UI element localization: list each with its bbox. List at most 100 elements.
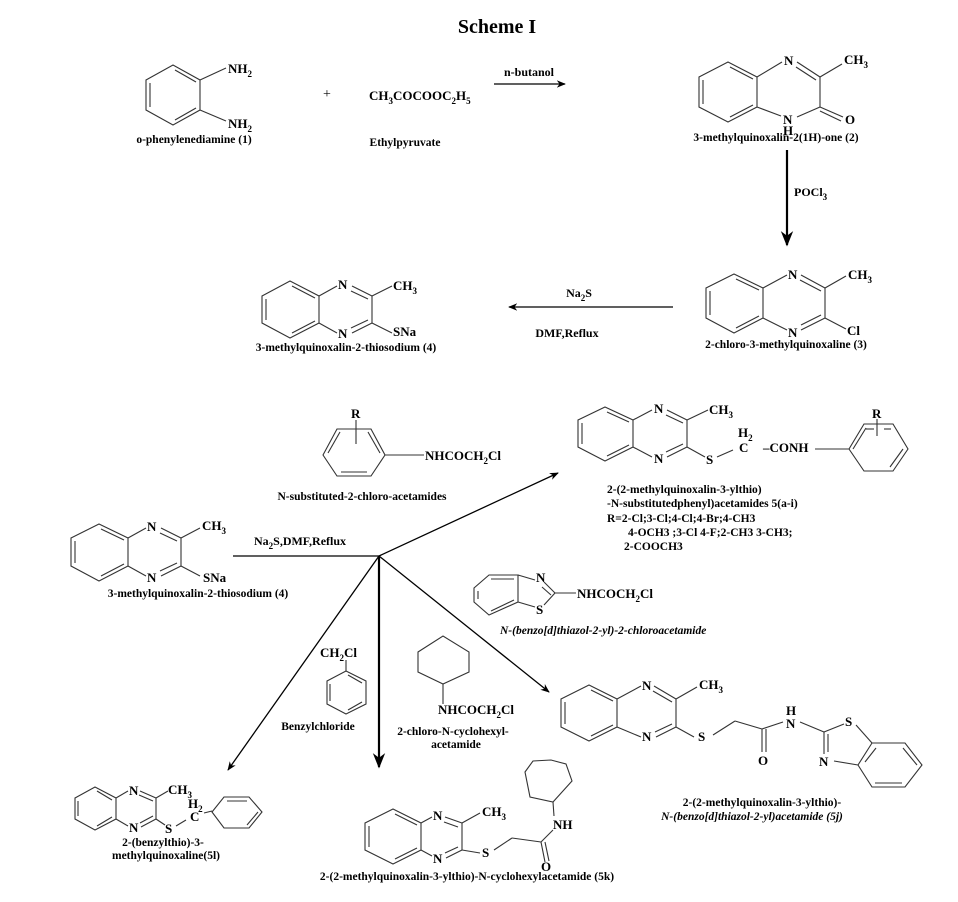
compound-1-label: o-phenylenediamine (1) (136, 134, 251, 146)
amide-n: N (786, 716, 796, 731)
atom-n: N (783, 112, 793, 127)
arrow-to-5a-i (378, 472, 559, 557)
methyl-group: CH3 (168, 782, 193, 800)
r-groups-line-3: 2-COOCH3 (624, 541, 683, 553)
conh-group: –CONH (762, 440, 809, 455)
reagent-n-substituted-chloroacetamides: R NHCOCH2Cl N-substituted-2-chloro-aceta… (277, 406, 501, 503)
condition-na2s-dmf-reflux: Na2S,DMF,Reflux (254, 534, 346, 551)
atom-n: N (147, 570, 157, 585)
atom-n: N (129, 820, 139, 835)
atom-n: N (433, 851, 443, 866)
atom-o: O (845, 112, 855, 127)
atom-n: N (147, 519, 157, 534)
atom-s: S (482, 845, 489, 860)
thiosodium-group: SNa (203, 570, 227, 585)
methyl-group: CH3 (393, 278, 418, 296)
condition-na2s: Na2S (566, 286, 592, 303)
product-5l-name-1: 2-(benzylthio)-3- (122, 837, 204, 849)
chloroacetamide-group: NHCOCH2Cl (577, 586, 653, 604)
methyl-group: CH3 (848, 267, 873, 285)
atom-s: S (706, 452, 713, 467)
reagent-benzothiazole-label: N-(benzo[d]thiazol-2-yl)-2-chloroacetami… (499, 625, 706, 637)
methyl-group: CH3 (202, 518, 227, 536)
atom-n: N (788, 325, 798, 340)
atom-n: N (433, 808, 443, 823)
compound-4-label: 3-methylquinoxalin-2-thiosodium (4) (256, 342, 437, 354)
atom-s: S (165, 821, 172, 836)
product-5j-name-2: N-(benzo[d]thiazol-2-yl)acetamide (5j) (660, 811, 843, 823)
reagent-cyclohexyl-label-1: 2-chloro-N-cyclohexyl- (397, 726, 509, 738)
chloromethyl-group: CH2Cl (320, 645, 357, 663)
methyl-group: CH3 (709, 402, 734, 420)
atom-s: S (536, 602, 543, 617)
thiosodium-group: SNa (393, 324, 417, 339)
compound-3-label: 2-chloro-3-methylquinoxaline (3) (705, 339, 867, 351)
atom-o: O (758, 753, 768, 768)
compound-4-thiosodium: N N SNa CH3 3-methylquinoxalin-2-thiosod… (256, 277, 437, 354)
atom-h: H (783, 123, 793, 138)
atom-n: N (654, 401, 664, 416)
reagent-cyclohexyl-label-2: acetamide (431, 739, 481, 751)
reagent-benzyl-label: Benzylchloride (281, 721, 354, 733)
atom-n: N (338, 277, 348, 292)
arrow-to-5j (378, 555, 550, 693)
scheme-title: Scheme I (458, 16, 537, 38)
reagent-acetamides-label: N-substituted-2-chloro-acetamides (277, 491, 447, 503)
atom-s: S (698, 729, 705, 744)
methyl-group: CH3 (844, 52, 869, 70)
r-substituent: R (872, 406, 882, 421)
product-5k: N N S CH3 NH O 2-(2-methylquinoxalin-3-y… (320, 759, 614, 883)
r-groups-line-1: R=2-Cl;3-Cl;4-Cl;4-Br;4-CH3 (607, 513, 756, 525)
reagent-cyclohexyl-chloroacetamide: NHCOCH2Cl 2-chloro-N-cyclohexyl- acetami… (397, 635, 514, 751)
product-5k-name: 2-(2-methylquinoxalin-3-ylthio)-N-cycloh… (320, 871, 614, 883)
methylene-h2: H2 (738, 425, 753, 443)
atom-n: N (642, 729, 652, 744)
atom-o: O (541, 859, 551, 874)
thiazole-n: N (819, 754, 829, 769)
product-5j-name-1: 2-(2-methylquinoxalin-3-ylthio)- (683, 797, 842, 809)
compound-2-label: 3-methylquinoxalin-2(1H)-one (2) (693, 132, 858, 144)
methylene-h2: H2 (188, 796, 203, 814)
atom-n: N (654, 451, 664, 466)
atom-n: N (784, 53, 794, 68)
benzene-ring (145, 64, 227, 126)
methylene-c: C (739, 440, 748, 455)
product-5l: N N S CH3 H2 C 2-(benzylthio)-3- methylq… (74, 782, 263, 862)
atom-n: N (536, 570, 546, 585)
atom-n: N (642, 678, 652, 693)
atom-h: H (786, 703, 796, 718)
reagent-benzothiazolyl-chloroacetamide: N S NHCOCH2Cl N-(benzo[d]thiazol-2-yl)-2… (473, 570, 706, 637)
ethylpyruvate-formula: CH3COCOOC2H5 (369, 88, 471, 106)
r-substituent: R (351, 406, 361, 421)
thiazole-s: S (845, 714, 852, 729)
compound-2-quinoxalinone: N N H O CH3 3-methylquinoxalin-2(1H)-one… (693, 52, 868, 144)
chloroacetamide-group: NHCOCH2Cl (438, 702, 514, 720)
compound-4-thiosodium-second: N N SNa CH3 3-methylquinoxalin-2-thiosod… (70, 518, 289, 600)
product-5j: N N S CH3 H N O S N 2-(2-methylquinoxali… (560, 677, 923, 823)
product-5a-i-name-1: 2-(2-methylquinoxalin-3-ylthio) (607, 484, 762, 496)
atom-n: N (788, 267, 798, 282)
compound-o-phenylenediamine: NH2 NH2 o-phenylenediamine (1) (136, 61, 252, 146)
ethylpyruvate-label: Ethylpyruvate (370, 137, 441, 149)
condition-pocl3: POCl3 (794, 185, 828, 202)
amide-nh: NH (553, 817, 573, 832)
amine-top: NH2 (228, 61, 253, 79)
methyl-group: CH3 (699, 677, 724, 695)
product-5a-i: N N S CH3 H2 C –CONH R 2-(2-methylquinox… (577, 401, 909, 553)
reagent-benzylchloride: CH2Cl Benzylchloride (281, 645, 367, 733)
amine-bottom: NH2 (228, 116, 253, 134)
r-groups-line-2: 4-OCH3 ;3-Cl 4-F;2-CH3 3-CH3; (628, 527, 792, 539)
plus-sign: + (323, 87, 331, 102)
product-5l-name-2: methylquinoxaline(5l) (112, 850, 220, 862)
atom-n: N (338, 326, 348, 341)
condition-dmf-reflux: DMF,Reflux (535, 326, 598, 340)
chloroacetamide-group: NHCOCH2Cl (425, 448, 501, 466)
compound-3-chloroquinoxaline: N N Cl CH3 2-chloro-3-methylquinoxaline … (705, 267, 872, 351)
condition-n-butanol: n-butanol (504, 65, 555, 79)
compound-ethylpyruvate: CH3COCOOC2H5 Ethylpyruvate (369, 88, 471, 149)
product-5a-i-name-2: -N-substitutedphenyl)acetamides 5(a-i) (607, 498, 798, 510)
methyl-group: CH3 (482, 804, 507, 822)
compound-4-second-label: 3-methylquinoxalin-2-thiosodium (4) (108, 588, 289, 600)
methylene-c: C (190, 809, 199, 824)
